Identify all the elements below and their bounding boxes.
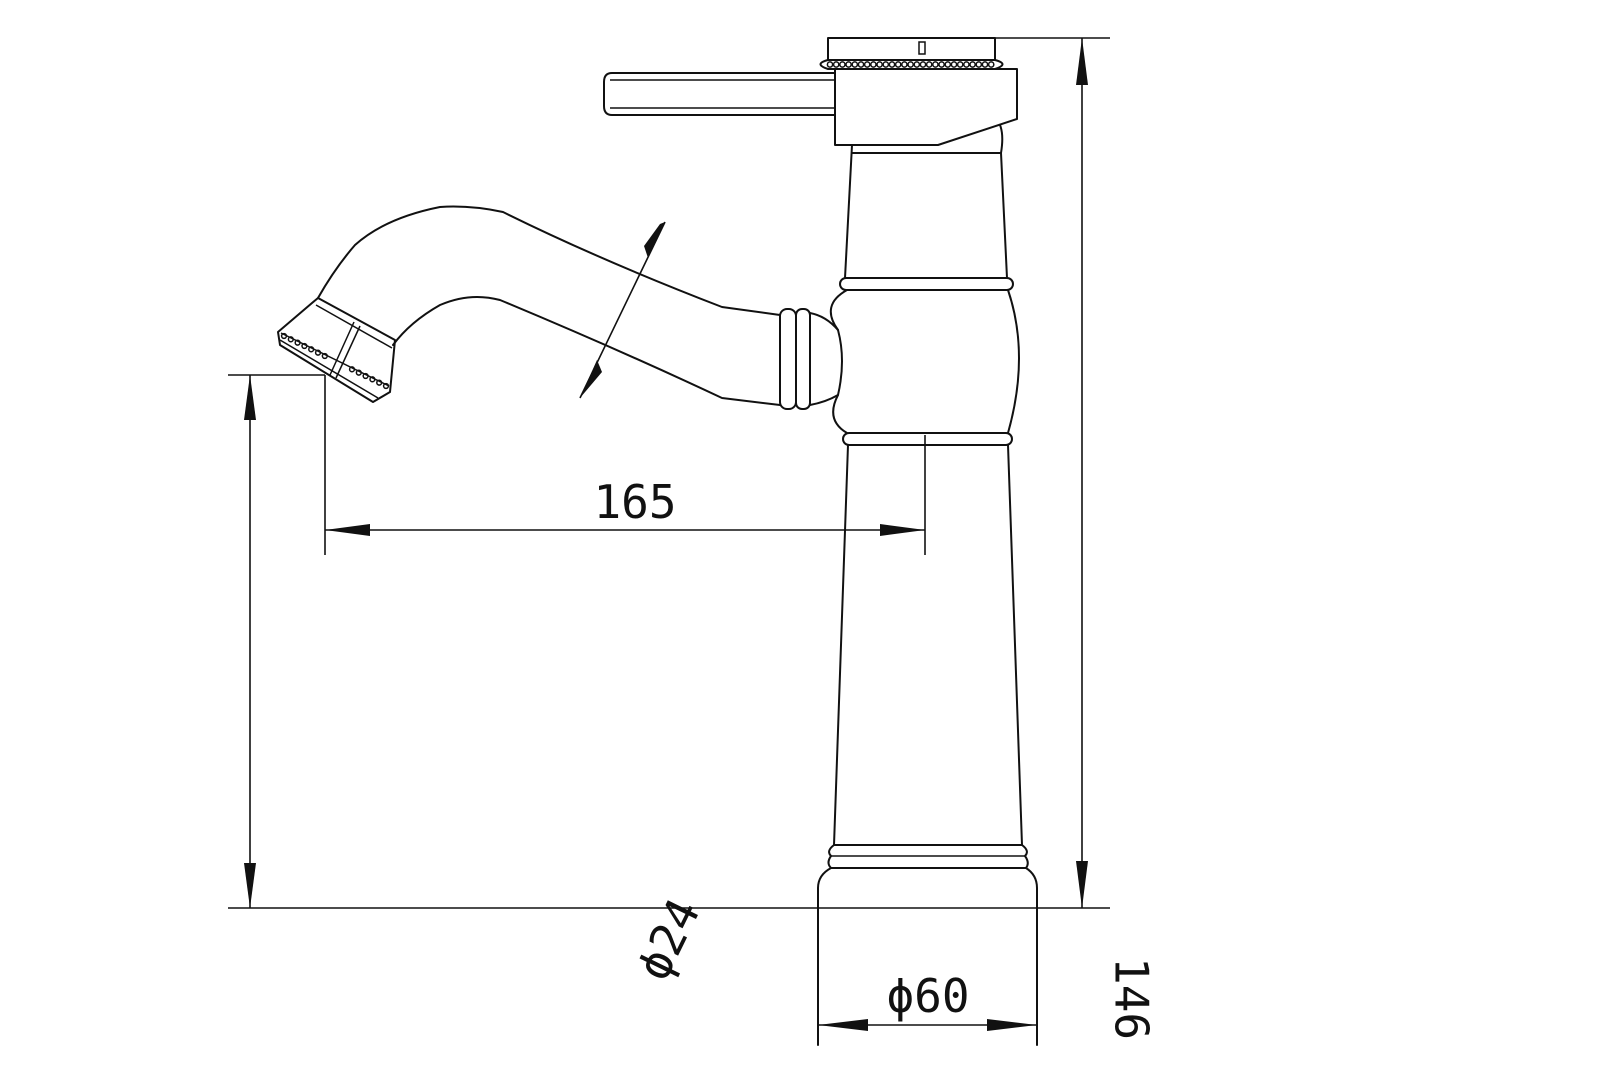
spout-reach-label: 165: [593, 475, 676, 529]
spout-upper-edge: [317, 205, 781, 316]
beaded-ring: [819, 59, 1004, 70]
nozzle-bead: [382, 382, 390, 390]
nozzle-bead: [321, 352, 328, 360]
bead: [876, 61, 883, 68]
cap-indicator-mark: [918, 41, 926, 55]
nozzle-bead: [355, 369, 362, 376]
bead: [938, 61, 945, 68]
lower-ring: [842, 432, 1013, 446]
nozzle-bead: [280, 332, 288, 340]
base-body: [817, 867, 1038, 1046]
dimension-spout-reach: 165: [324, 375, 926, 555]
nozzle-bead: [376, 379, 383, 386]
bead: [857, 61, 865, 68]
bead: [882, 61, 890, 68]
bead: [925, 61, 933, 68]
nozzle-bead: [369, 376, 376, 383]
bead: [969, 61, 976, 68]
bead: [832, 61, 840, 68]
lever-handle: [603, 72, 836, 116]
bead: [975, 61, 983, 68]
bead: [944, 61, 952, 68]
spout-height-label: 146: [1104, 957, 1158, 1040]
bead: [839, 61, 846, 68]
upper-ring: [839, 277, 1014, 291]
bead: [845, 61, 852, 68]
bead: [956, 61, 964, 68]
bead: [894, 61, 902, 68]
spout-joint: [779, 308, 839, 410]
dimension-base-diameter: ϕ60: [818, 969, 1037, 1031]
bead: [987, 61, 995, 68]
handle-housing: [834, 68, 1018, 146]
dimension-spout-height: 146: [228, 374, 1158, 1040]
dimension-total-height: 238: [228, 37, 1110, 909]
bead: [901, 61, 908, 68]
top-cap: [827, 37, 996, 61]
bead: [913, 61, 921, 68]
bead: [950, 61, 958, 68]
bead: [907, 61, 914, 68]
bead: [870, 61, 877, 68]
bead: [826, 61, 834, 68]
nozzle-bead: [301, 342, 308, 350]
bead: [932, 61, 939, 68]
bulb-right: [1007, 289, 1020, 434]
bead: [919, 61, 927, 68]
lower-column: [833, 444, 1023, 846]
bead: [981, 61, 989, 68]
nozzle-bead: [362, 372, 369, 380]
faucet-outline: [277, 37, 1038, 1046]
dimension-spout-diameter: ϕ24: [579, 221, 711, 988]
bead: [863, 61, 871, 68]
aerator-nozzle: [277, 297, 396, 403]
bead: [888, 61, 896, 68]
spout-diameter-label: ϕ24: [626, 890, 711, 988]
bead: [963, 61, 970, 68]
bead: [851, 61, 859, 68]
nozzle-bead: [287, 336, 294, 343]
nozzle-bead: [314, 349, 322, 356]
base-diameter-label: ϕ60: [886, 969, 969, 1023]
upper-column: [844, 124, 1008, 279]
spout-lower-edge: [392, 295, 781, 406]
nozzle-bead: [348, 366, 356, 373]
nozzle-bead: [294, 339, 301, 346]
nozzle-bead: [308, 346, 315, 353]
bulb-left: [829, 289, 848, 434]
